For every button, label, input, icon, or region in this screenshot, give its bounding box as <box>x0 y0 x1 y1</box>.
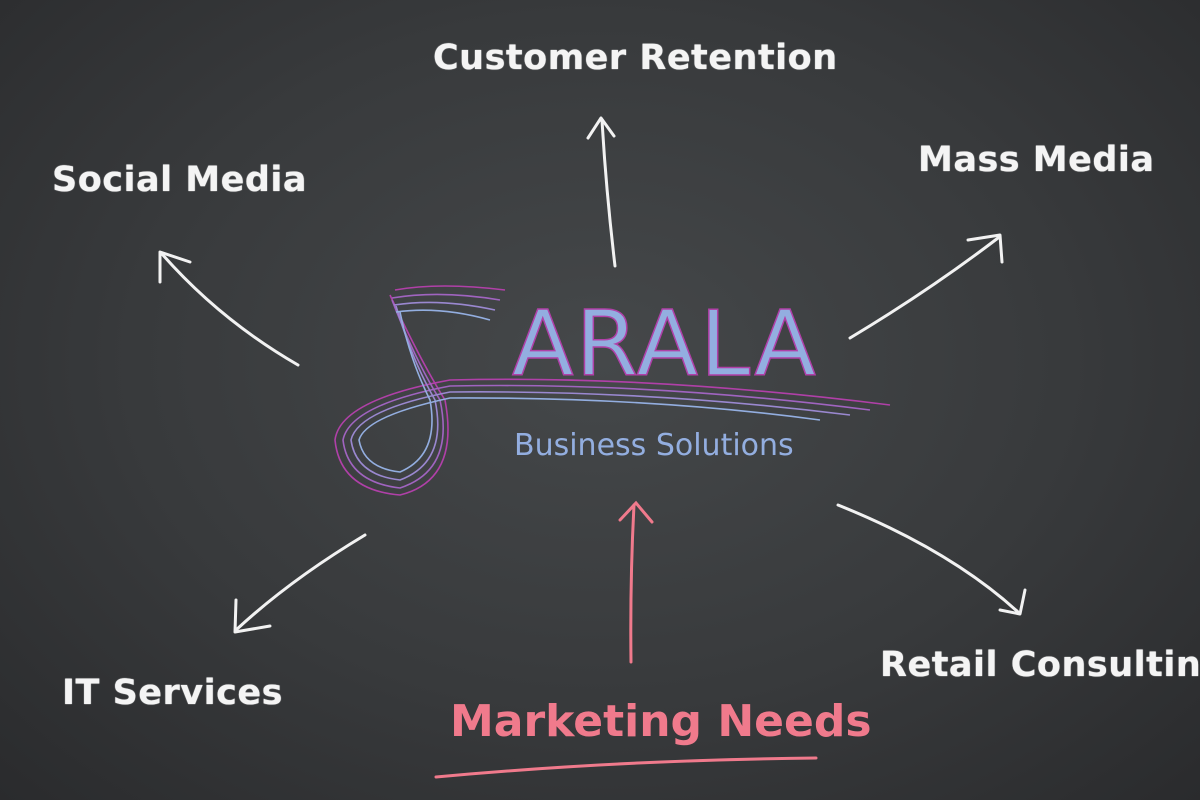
logo-title: ARALA <box>511 292 818 397</box>
marketing-underline <box>434 756 818 779</box>
branch-it-services: IT Services <box>62 673 283 713</box>
arrow-it-services <box>233 533 367 634</box>
root-marketing-needs: Marketing Needs <box>450 696 872 747</box>
branch-retail-consulting: Retail Consulting <box>880 645 1200 685</box>
arrow-marketing-needs <box>618 500 654 664</box>
arrow-retail-consulting <box>836 503 1027 616</box>
branch-social-media: Social Media <box>52 160 308 200</box>
arrow-social-media <box>158 250 300 367</box>
arrow-mass-media <box>848 233 1004 340</box>
logo-subtitle: Business Solutions <box>514 428 794 463</box>
logo-swoosh <box>334 285 891 496</box>
branch-customer-retention: Customer Retention <box>433 38 838 78</box>
arrow-customer-retention <box>586 116 617 268</box>
branch-mass-media: Mass Media <box>918 140 1155 180</box>
